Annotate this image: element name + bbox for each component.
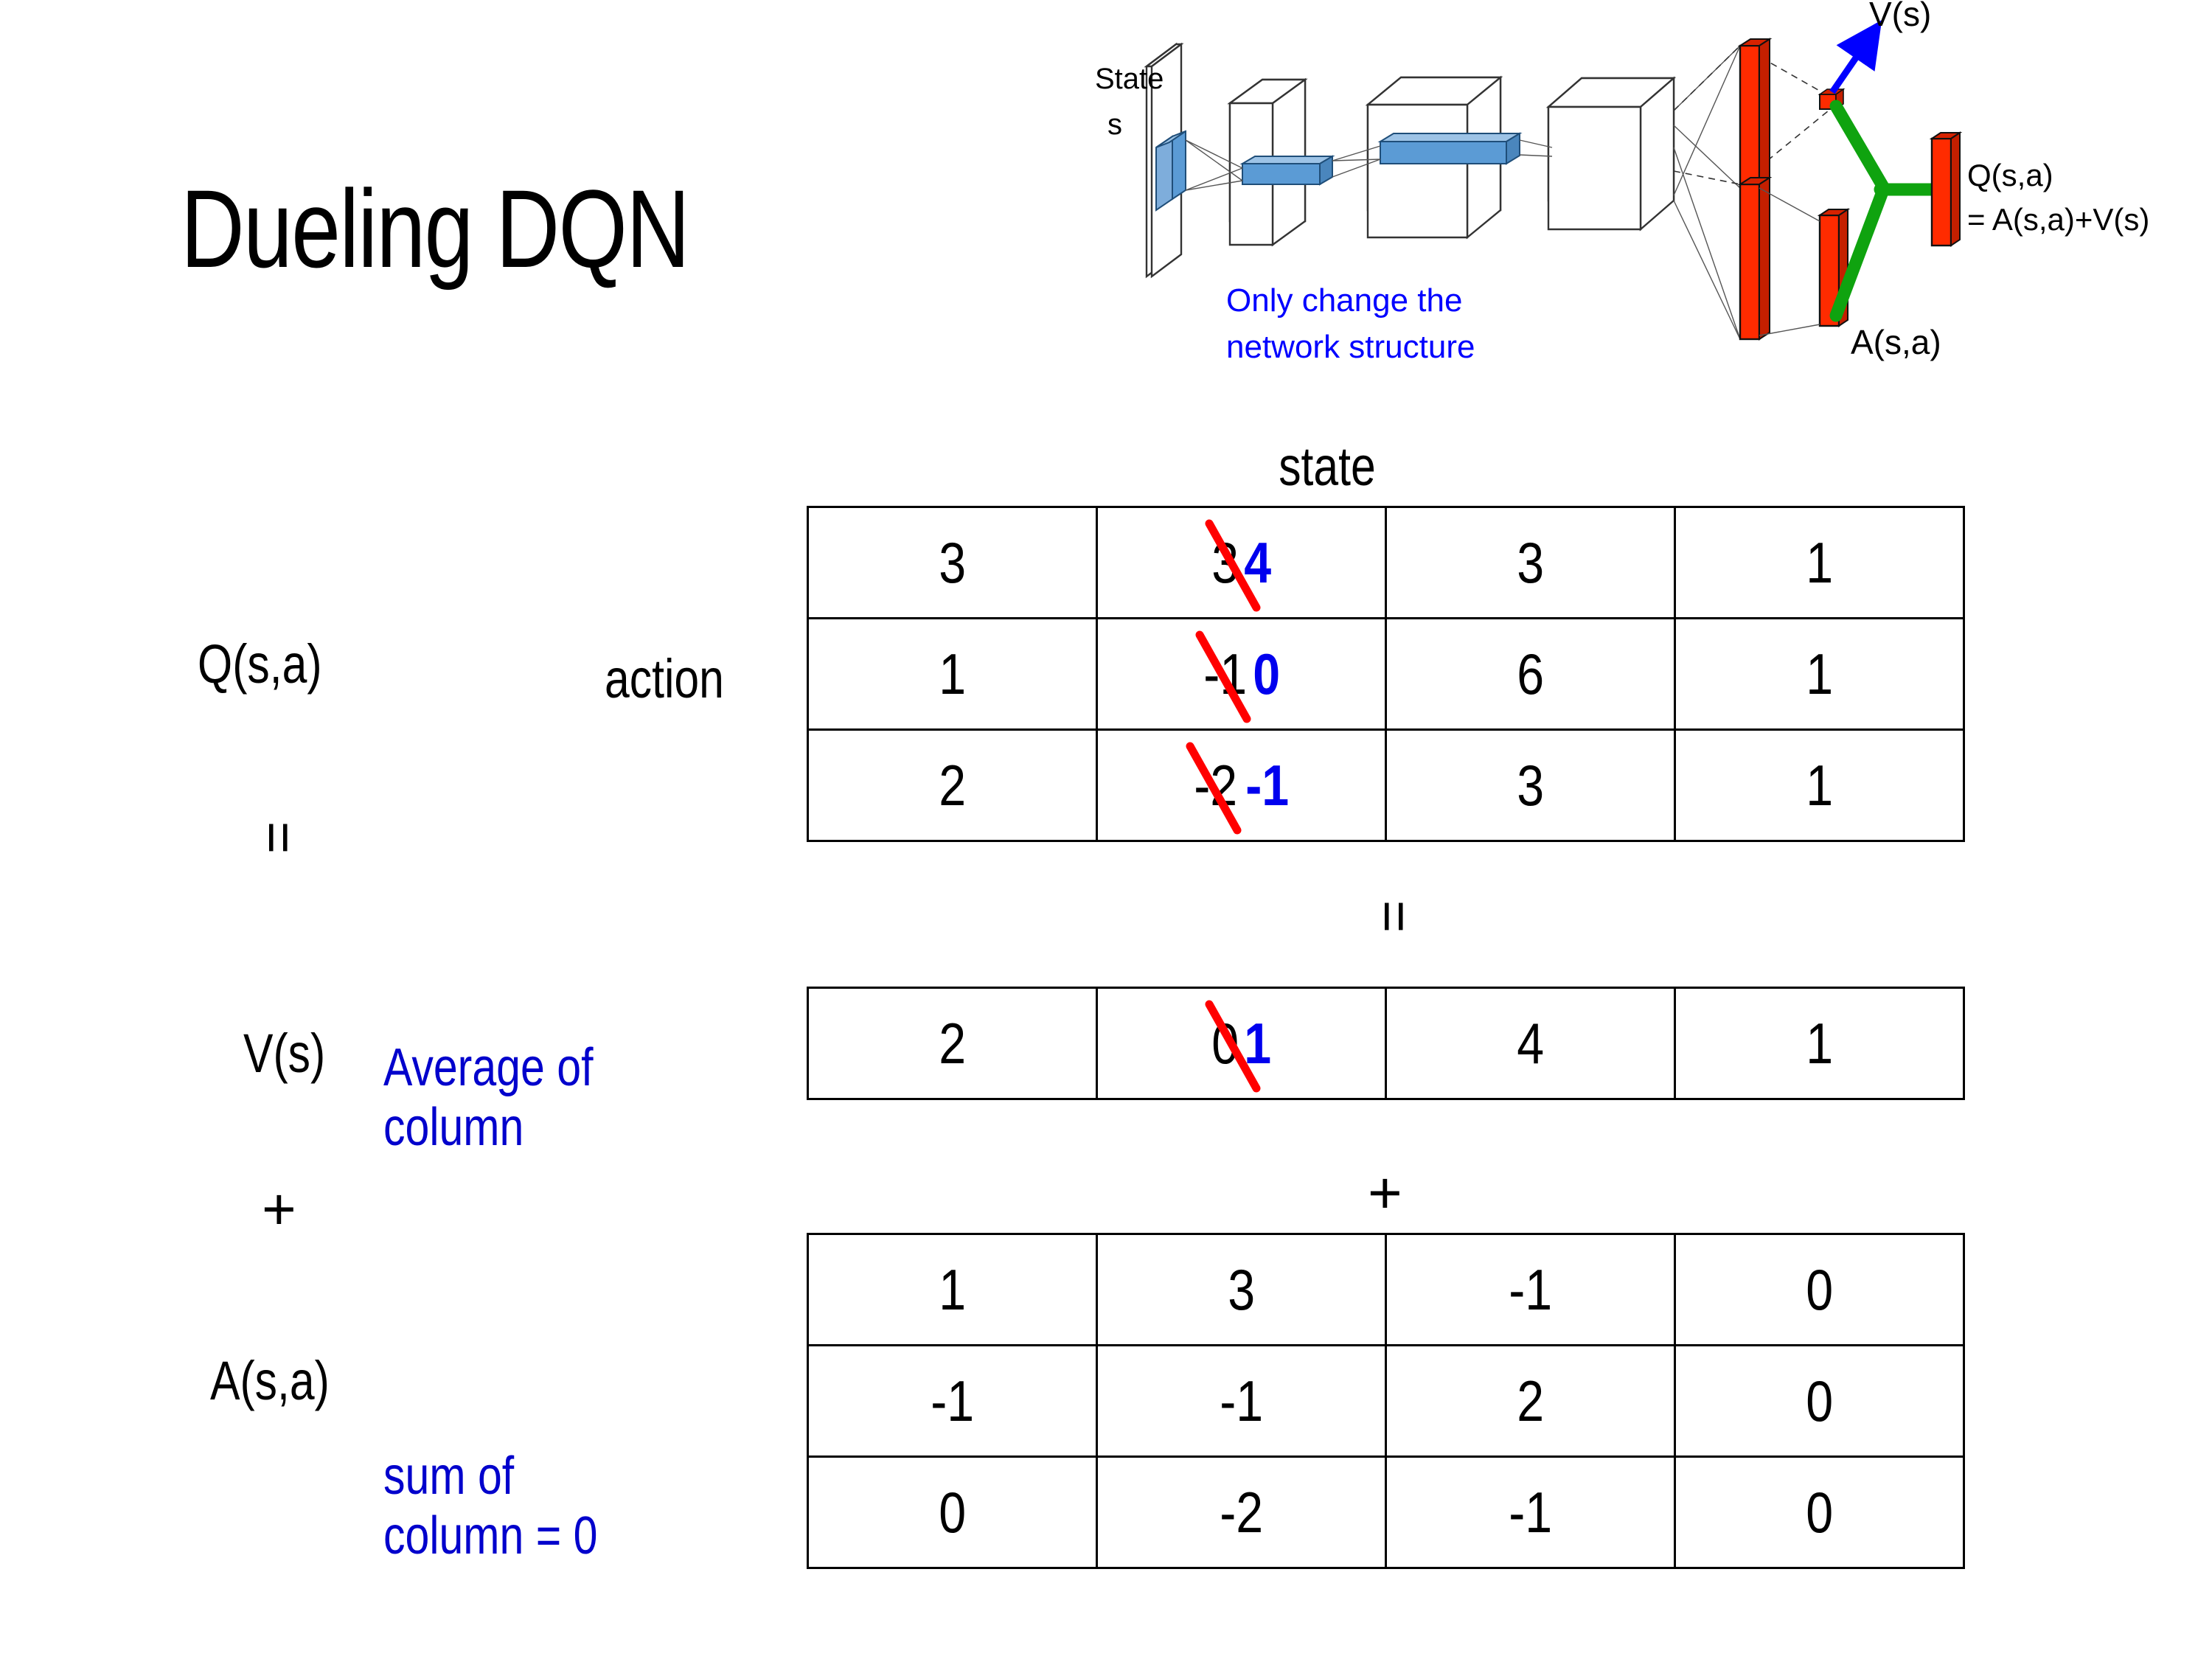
page-title: Dueling DQN (181, 167, 690, 291)
diagram-state-label-line2: s (1107, 108, 1122, 141)
table-cell[interactable]: 0 (1674, 1455, 1965, 1569)
old-value: -2 (1186, 742, 1242, 834)
table-cell[interactable]: -1 (1096, 1344, 1387, 1458)
table-cell[interactable]: 1 (1674, 617, 1965, 731)
table-cell[interactable]: 1 (1674, 987, 1965, 1100)
table-cell[interactable]: -1 (807, 1344, 1098, 1458)
a-function-label: A(s,a) (210, 1350, 330, 1411)
table-cell[interactable]: 3 (807, 506, 1098, 619)
table-cell[interactable]: 3 (1096, 1233, 1387, 1346)
new-value: 1 (1243, 1010, 1271, 1076)
table-cell[interactable]: 0 (1674, 1344, 1965, 1458)
table-cell[interactable]: 4 (1385, 987, 1676, 1100)
diagram-state-label-line1: State (1095, 63, 1164, 95)
sum-note-line2: column = 0 (383, 1506, 598, 1565)
new-value: -1 (1245, 752, 1289, 818)
diagram-advantage-label: A(s,a) (1851, 323, 1941, 361)
average-note-line1: Average of (383, 1038, 594, 1097)
equals-operator-center: = (1363, 900, 1426, 933)
table-cell[interactable]: -1 (1385, 1233, 1676, 1346)
table-cell[interactable]: 6 (1385, 617, 1676, 731)
plus-operator-center: + (1368, 1160, 1402, 1225)
old-value: 0 (1205, 1000, 1261, 1092)
table-cell[interactable]: -2 (1096, 1455, 1387, 1569)
table-cell[interactable]: 0 (807, 1455, 1098, 1569)
table-cell-edited[interactable]: -2-1 (1096, 728, 1387, 842)
diagram-note-line2: network structure (1226, 329, 1475, 365)
sum-note-line1: sum of (383, 1447, 515, 1506)
table-cell[interactable]: 3 (1385, 506, 1676, 619)
state-axis-label: state (1279, 436, 1376, 497)
plus-operator-left: + (262, 1176, 296, 1242)
q-function-label: Q(s,a) (198, 633, 322, 695)
diagram-q-label-line1: Q(s,a) (1967, 158, 2053, 192)
table-cell[interactable]: 2 (807, 728, 1098, 842)
diagram-q-label-line2: = A(s,a)+V(s) (1967, 202, 2149, 237)
diagram-note-line1: Only change the (1226, 282, 1462, 319)
table-cell[interactable]: 2 (1385, 1344, 1676, 1458)
equals-operator-left: = (247, 821, 310, 855)
new-value: 4 (1243, 529, 1271, 595)
table-cell[interactable]: 1 (807, 1233, 1098, 1346)
new-value: 0 (1253, 641, 1281, 706)
table-cell[interactable]: 1 (1674, 728, 1965, 842)
action-axis-label: action (605, 648, 724, 709)
diagram-value-label: V(s) (1869, 0, 1931, 33)
table-cell[interactable]: -1 (1385, 1455, 1676, 1569)
table-cell[interactable]: 2 (807, 987, 1098, 1100)
table-cell[interactable]: 3 (1385, 728, 1676, 842)
old-value: -1 (1195, 630, 1251, 723)
table-cell[interactable]: 0 (1674, 1233, 1965, 1346)
v-function-label: V(s) (243, 1023, 326, 1084)
table-cell[interactable]: 1 (1674, 506, 1965, 619)
average-note-line2: column (383, 1097, 524, 1157)
dueling-network-diagram: State s Only change the network structur… (1091, 0, 2212, 413)
old-value: 3 (1205, 519, 1261, 611)
average-of-column-note: Average of column (383, 1038, 593, 1157)
sum-of-column-note: sum of column = 0 (383, 1447, 597, 1565)
table-cell[interactable]: 1 (807, 617, 1098, 731)
